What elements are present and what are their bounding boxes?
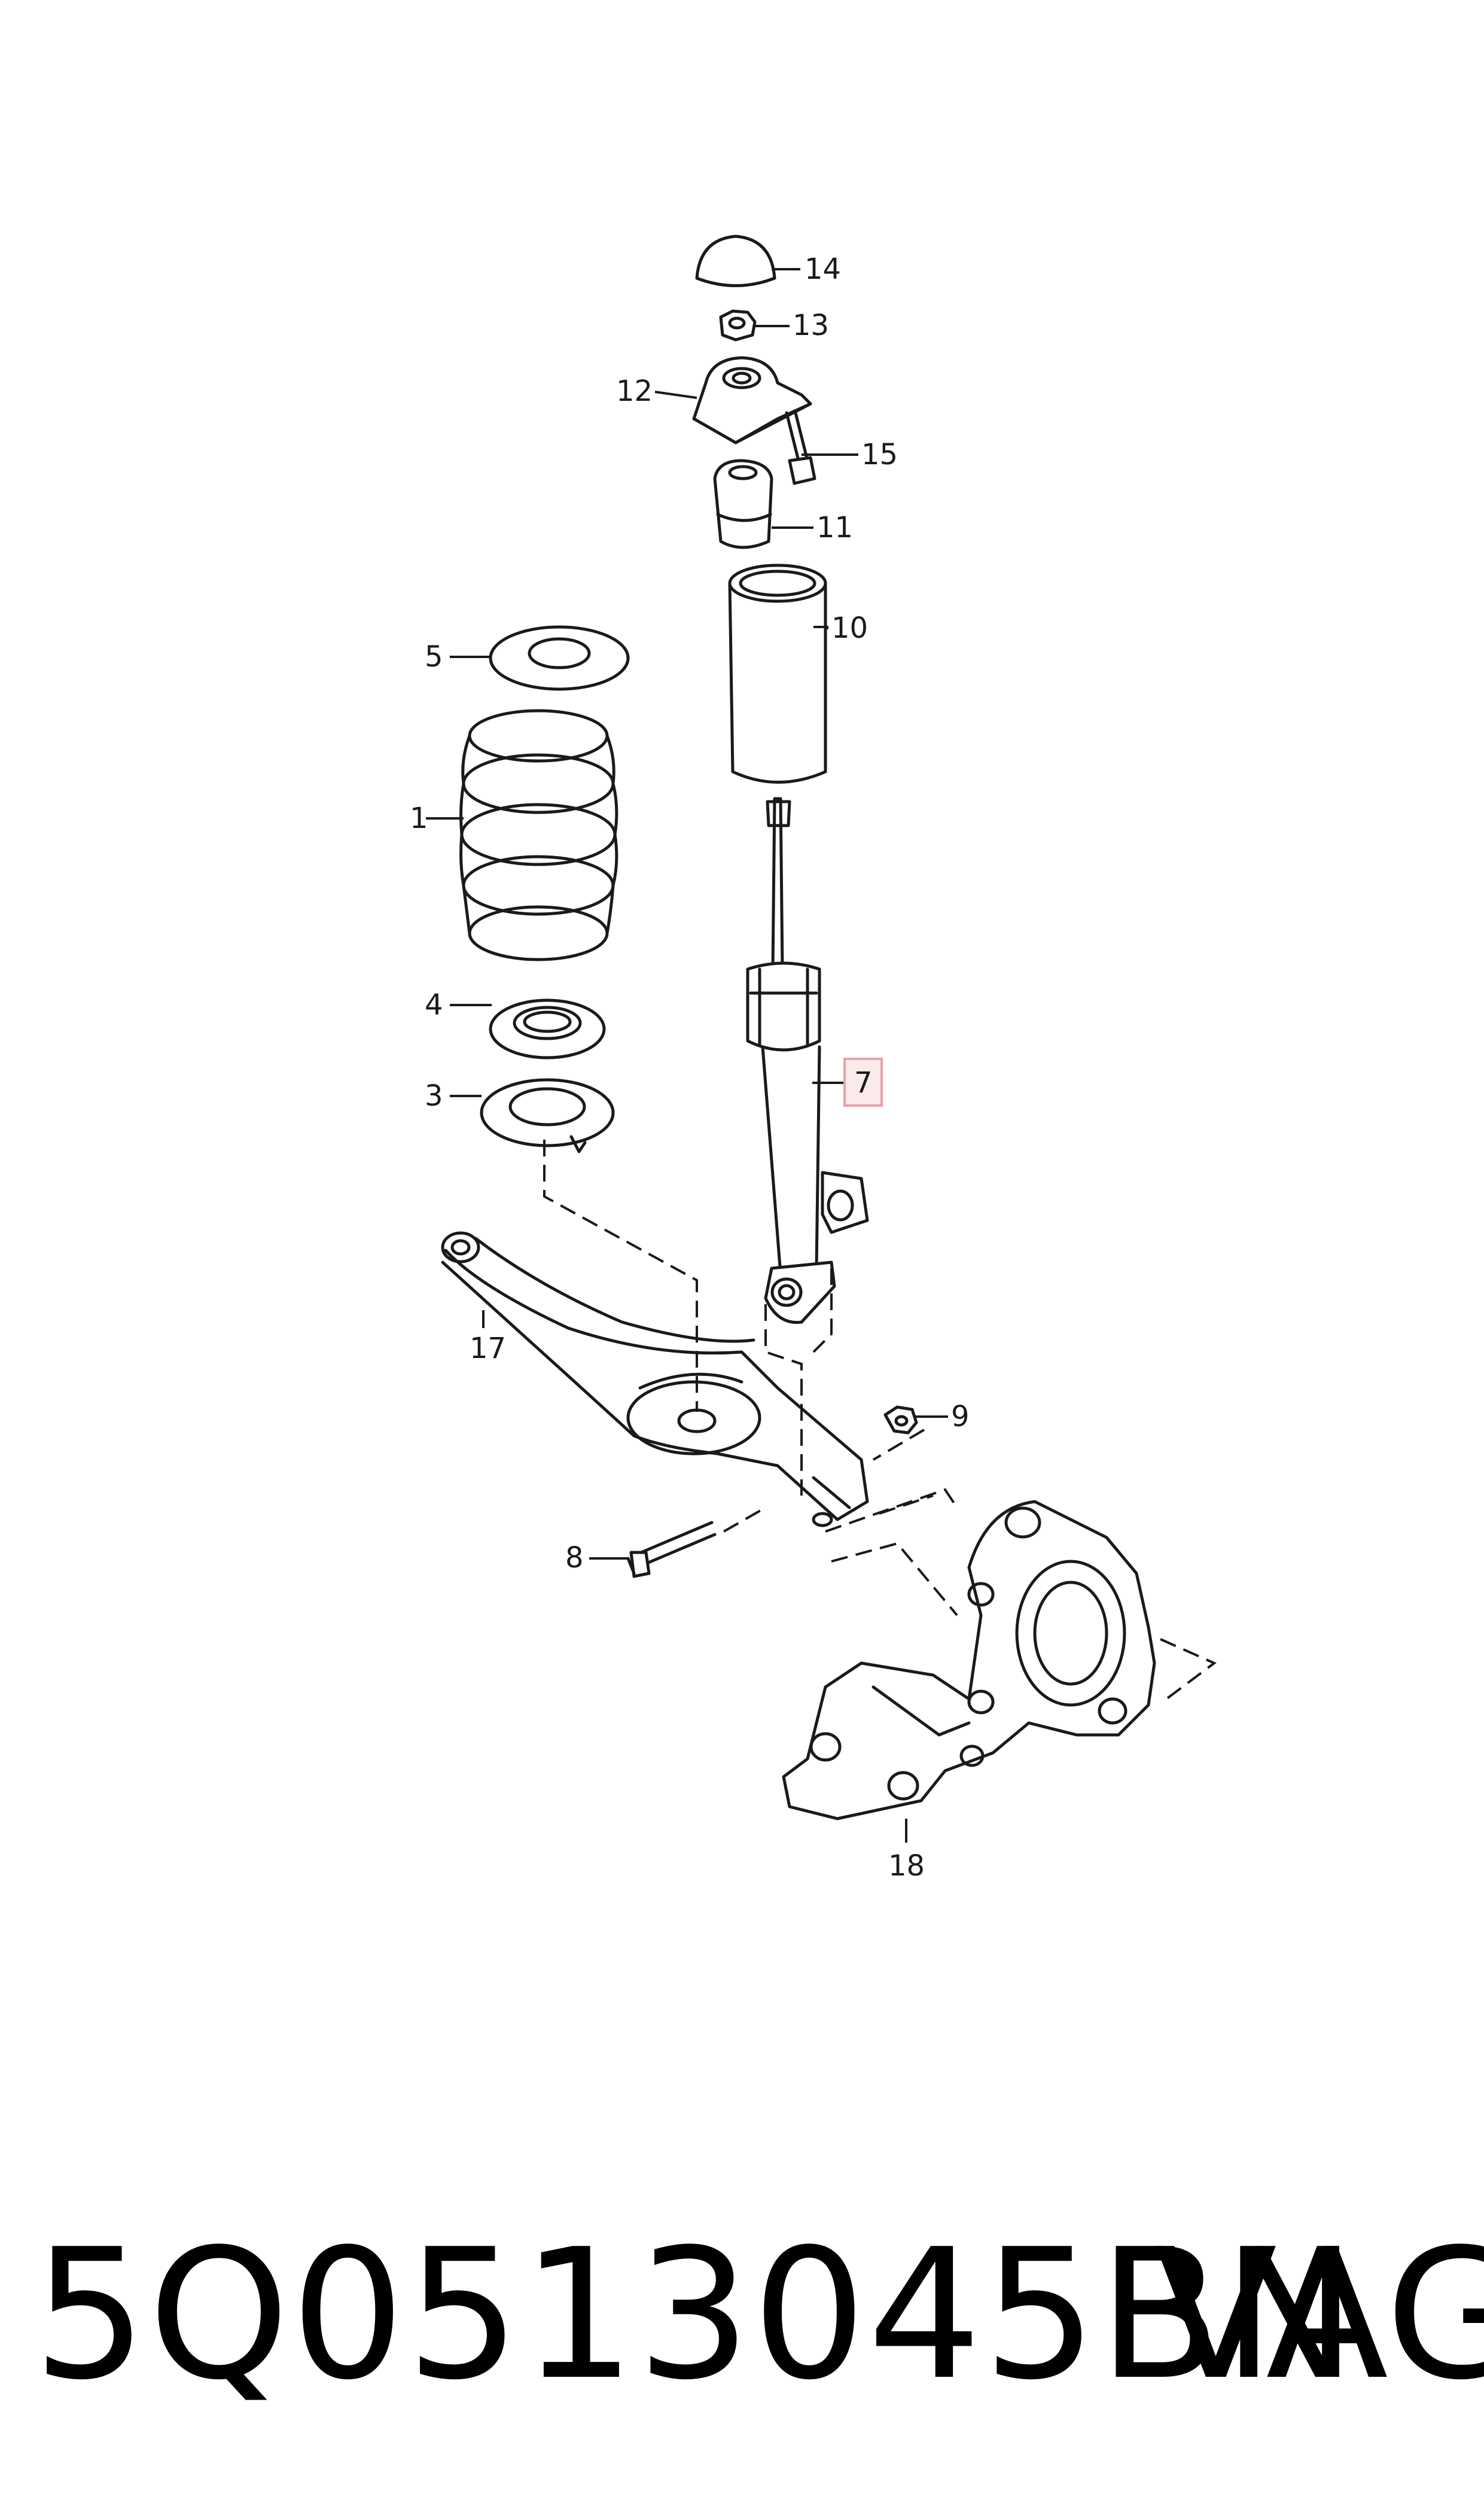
part-11-bump-stop (713, 459, 773, 549)
callout-3: 3 (425, 1079, 443, 1113)
callout-7: 7 (854, 1066, 873, 1100)
part-5-upper-spring-seat (489, 625, 630, 691)
callout-15: 15 (861, 438, 898, 471)
leader-lines (426, 268, 948, 1843)
assembly-lines (543, 1140, 1217, 1700)
part-9-nut (883, 1405, 918, 1435)
part-4-lower-seat (489, 998, 606, 1059)
part-18-wheel-carrier (782, 1500, 1156, 1820)
part-8-bolt (626, 1521, 717, 1578)
part-14-dust-cap (695, 235, 776, 287)
callout-11: 11 (816, 511, 853, 544)
part-number: 5Q0513045BN (33, 2211, 1358, 2419)
part-7-shock-absorber (746, 797, 869, 1324)
part-17-lower-control-arm (441, 1231, 869, 1527)
highlight-box-7 (843, 1058, 883, 1107)
callout-5: 5 (425, 640, 443, 674)
brand-label: VAG (1154, 2211, 1484, 2419)
callout-9: 9 (951, 1400, 970, 1433)
part-10-protective-sleeve (728, 564, 827, 784)
callout-17: 17 (470, 1332, 506, 1365)
callout-8: 8 (565, 1541, 584, 1575)
callout-12: 12 (616, 374, 653, 408)
callout-10: 10 (831, 611, 868, 645)
callout-14: 14 (805, 252, 841, 286)
part-1-coil-spring (459, 709, 618, 961)
part-12-top-mount (692, 356, 812, 444)
callout-4: 4 (425, 988, 443, 1022)
callout-13: 13 (793, 309, 829, 342)
suspension-exploded-diagram: 14 13 12 15 11 10 5 1 4 7 3 17 9 8 18 (410, 235, 1217, 1883)
part-15-bolt (785, 411, 816, 485)
callout-18: 18 (888, 1849, 925, 1883)
callout-1: 1 (410, 802, 428, 835)
part-13-nut (719, 309, 757, 342)
part-3-spring-isolator (480, 1078, 615, 1153)
